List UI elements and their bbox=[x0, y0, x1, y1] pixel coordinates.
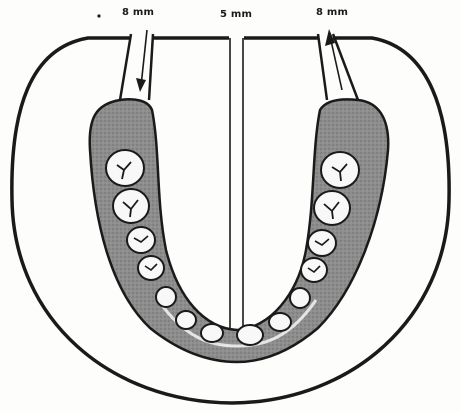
left-incisor-central bbox=[201, 324, 223, 342]
right-canine bbox=[290, 288, 310, 308]
left-canine bbox=[156, 287, 176, 307]
right-incisor-central bbox=[237, 325, 263, 345]
right-incisor-lateral bbox=[269, 313, 291, 331]
right-premolar-2 bbox=[301, 258, 327, 282]
left-channel-outer-wall bbox=[120, 34, 131, 100]
left-premolar-2 bbox=[138, 256, 164, 280]
left-channel-down-arrow bbox=[136, 30, 147, 92]
right-channel-label: 8 mm bbox=[316, 7, 348, 18]
center-gap-label: 5 mm bbox=[220, 9, 252, 20]
right-premolar-1 bbox=[308, 230, 336, 256]
left-channel-inner-wall bbox=[149, 34, 153, 100]
left-incisor-lateral bbox=[176, 311, 196, 329]
right-molar-2 bbox=[314, 191, 350, 225]
left-molar-2 bbox=[113, 189, 149, 223]
left-premolar-1 bbox=[127, 227, 155, 253]
left-channel-label: 8 mm bbox=[122, 7, 154, 18]
right-molar-1 bbox=[321, 152, 359, 188]
left-molar-1 bbox=[106, 150, 144, 186]
corner-dot bbox=[97, 14, 100, 17]
